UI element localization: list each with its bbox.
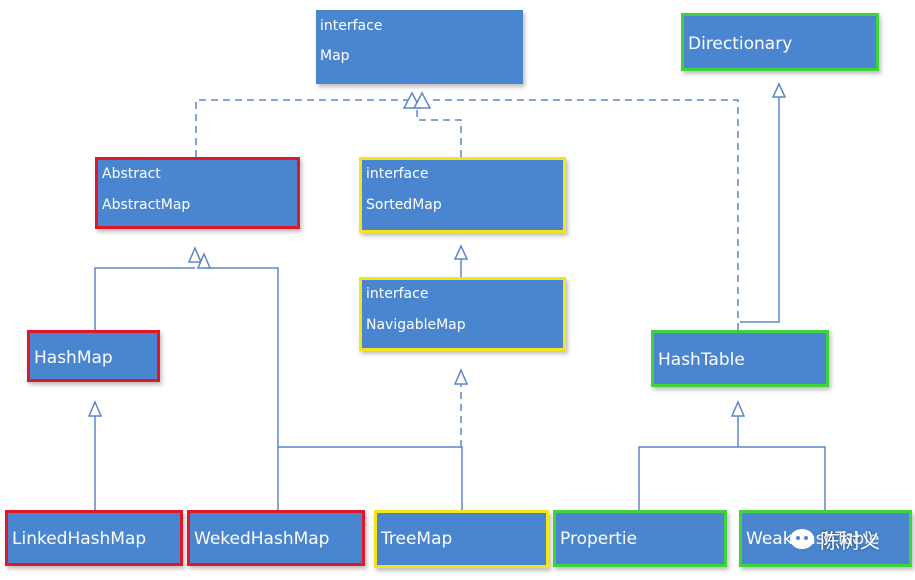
node-propertie: Propertie <box>553 510 727 567</box>
watermark: 陈树义 <box>790 524 908 554</box>
node-dictionary: Directionary <box>681 13 879 71</box>
arrowhead-hashmap <box>87 400 103 417</box>
node-navigablemap-name: NavigableMap <box>366 317 466 333</box>
node-dictionary-name: Directionary <box>688 34 793 54</box>
arrowhead-hashtable <box>730 400 746 417</box>
edge-propertie-hashtable <box>638 416 739 510</box>
arrowhead-sortedmap <box>453 244 469 260</box>
edge-hashtable-dictionary <box>740 97 780 323</box>
node-abstractmap-stereotype: Abstract <box>102 166 161 182</box>
edge-abstractmap-map <box>195 99 408 157</box>
arrowhead-map-right <box>412 91 432 109</box>
edge-wekedhashmap-abstractmap <box>204 267 279 510</box>
arrowhead-abstractmap-right <box>196 252 212 269</box>
node-weakhashtable: WeakHashTable <box>739 510 912 567</box>
node-linkedhashmap-name: LinkedHashMap <box>12 529 147 549</box>
node-wekedhashmap-name: WekedHashMap <box>194 529 330 549</box>
edge-hashmap-abstractmap <box>94 267 195 330</box>
wechat-icon <box>790 529 814 549</box>
node-hashtable-name: HashTable <box>658 350 745 370</box>
node-linkedhashmap: LinkedHashMap <box>5 510 183 566</box>
node-navigablemap: interface NavigableMap <box>359 277 566 351</box>
edge-weakhashtable-hashtable <box>738 446 826 510</box>
edge-hashtable-map <box>428 99 739 330</box>
node-abstractmap: Abstract AbstractMap <box>95 157 300 229</box>
edge-treemap-abstractmap <box>278 446 463 510</box>
node-propertie-name: Propertie <box>560 529 638 549</box>
node-wekedhashmap: WekedHashMap <box>187 510 365 566</box>
node-map-name: Map <box>320 48 350 64</box>
arrowhead-abstractmap-left <box>187 246 203 263</box>
node-abstractmap-name: AbstractMap <box>102 197 191 213</box>
node-sortedmap: interface SortedMap <box>359 157 566 233</box>
node-treemap-name: TreeMap <box>381 529 453 549</box>
node-hashmap: HashMap <box>27 330 160 382</box>
node-sortedmap-stereotype: interface <box>366 166 429 182</box>
node-map: interface Map <box>316 10 523 84</box>
arrowhead-dictionary <box>771 82 787 98</box>
edge-sortedmap-map <box>416 108 462 157</box>
node-map-stereotype: interface <box>320 18 383 34</box>
node-hashtable: HashTable <box>651 330 829 387</box>
node-navigablemap-stereotype: interface <box>366 286 429 302</box>
node-hashmap-name: HashMap <box>34 348 113 368</box>
node-treemap: TreeMap <box>374 510 549 568</box>
node-sortedmap-name: SortedMap <box>366 197 442 213</box>
watermark-text: 陈树义 <box>820 528 880 553</box>
arrowhead-navigablemap <box>453 368 469 385</box>
